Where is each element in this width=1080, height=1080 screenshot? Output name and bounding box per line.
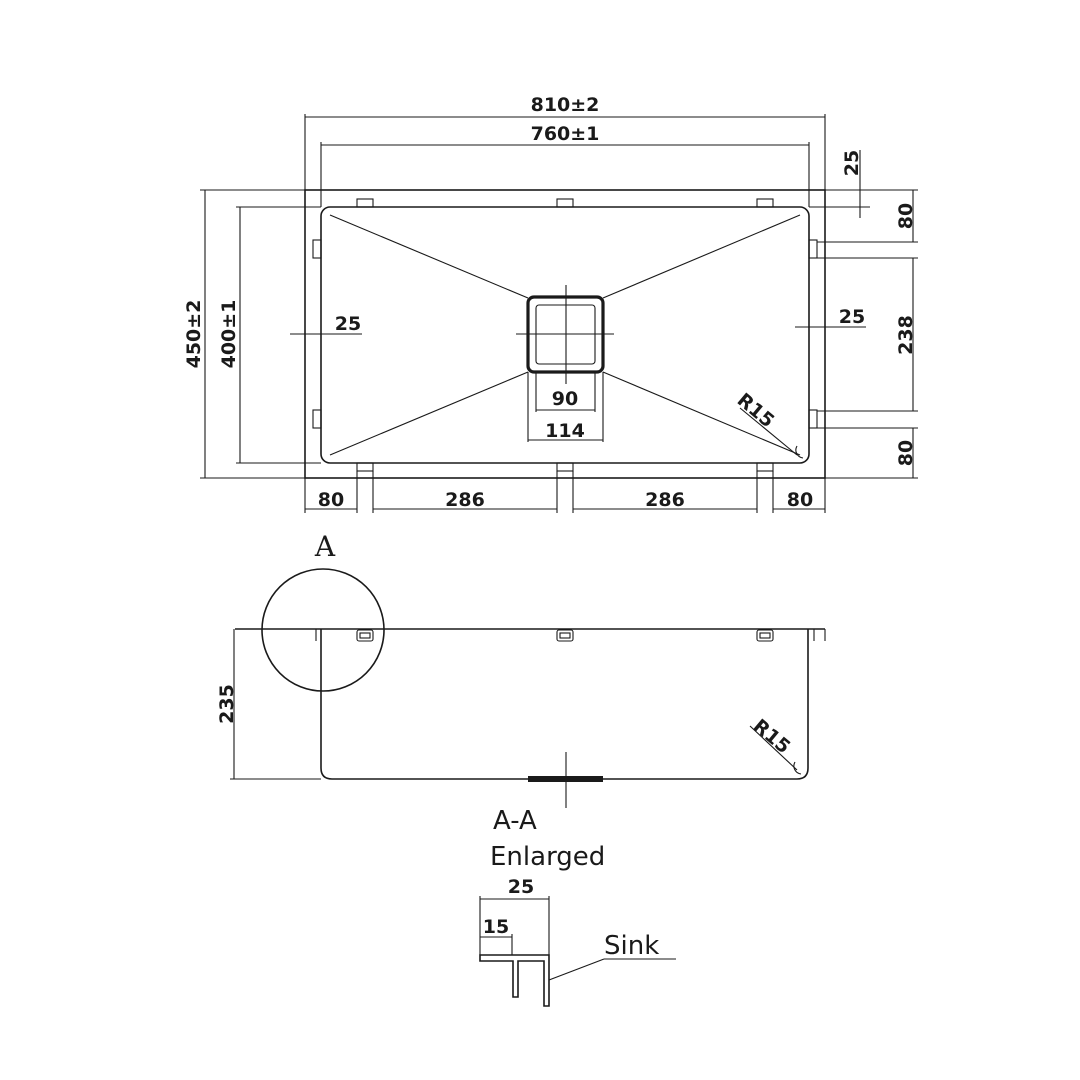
label-clip-spacing-right: 286 (645, 489, 685, 511)
label-rim-right: 25 (839, 306, 865, 328)
label-drain-outer: 114 (545, 420, 585, 442)
label-rim-top: 25 (841, 150, 863, 176)
drain-square (516, 285, 614, 384)
label-inner-depth: 400±1 (218, 300, 240, 369)
label-enlarged: Enlarged (490, 842, 605, 872)
label-rim-left: 25 (335, 313, 361, 335)
mounting-clips (312, 198, 818, 472)
drain-slope-lines (329, 214, 801, 456)
detail-view: 25 15 Sink (479, 876, 676, 1007)
label-detail-marker: A (314, 530, 336, 563)
label-drain-inner: 90 (552, 388, 578, 410)
label-flange-width: 25 (508, 876, 534, 898)
dim-rim-left: 25 (290, 313, 362, 335)
side-drain (528, 752, 603, 808)
label-clip-spacing-left: 286 (445, 489, 485, 511)
label-clip-offset-bottom: 80 (895, 440, 917, 466)
flange-profile (479, 954, 550, 1007)
side-view: A 235 (216, 530, 826, 872)
dim-side-height: 235 (216, 629, 321, 780)
dim-overall-width: 810±2 (304, 94, 826, 190)
detail-circle (261, 568, 385, 692)
label-inner-width-detail: 15 (483, 916, 509, 938)
dim-inner-width: 760±1 (320, 123, 810, 207)
dim-rim-right: 25 (795, 306, 866, 328)
dim-right-clip-spacing: 80 238 80 (817, 189, 918, 479)
label-side-height: 235 (216, 684, 238, 724)
dim-overall-depth: 450±2 (183, 189, 305, 479)
label-clip-offset-top: 80 (895, 203, 917, 229)
label-section: A-A (493, 806, 537, 836)
bowl-profile (320, 629, 809, 780)
label-side-radius: R15 (749, 715, 795, 758)
dim-inner-depth: 400±1 (218, 206, 321, 464)
label-clip-spacing-vertical: 238 (895, 315, 917, 355)
top-view: 810±2 760±1 25 450±2 400±1 (183, 94, 918, 513)
side-radius-callout: R15 (749, 715, 802, 775)
label-overall-width: 810±2 (531, 94, 600, 116)
label-inner-width: 760±1 (531, 123, 600, 145)
label-clip-offset-right: 80 (787, 489, 813, 511)
label-corner-radius: R15 (733, 389, 779, 432)
corner-radius-callout: R15 (733, 389, 804, 459)
label-overall-depth: 450±2 (183, 300, 205, 369)
side-clips (356, 629, 774, 642)
dim-bottom-clip-spacing: 80 286 286 80 (304, 471, 826, 513)
dim-drain: 90 114 (527, 372, 604, 442)
label-clip-offset-left: 80 (318, 489, 344, 511)
label-sink: Sink (604, 931, 659, 961)
dim-rim-top: 25 (809, 150, 870, 218)
